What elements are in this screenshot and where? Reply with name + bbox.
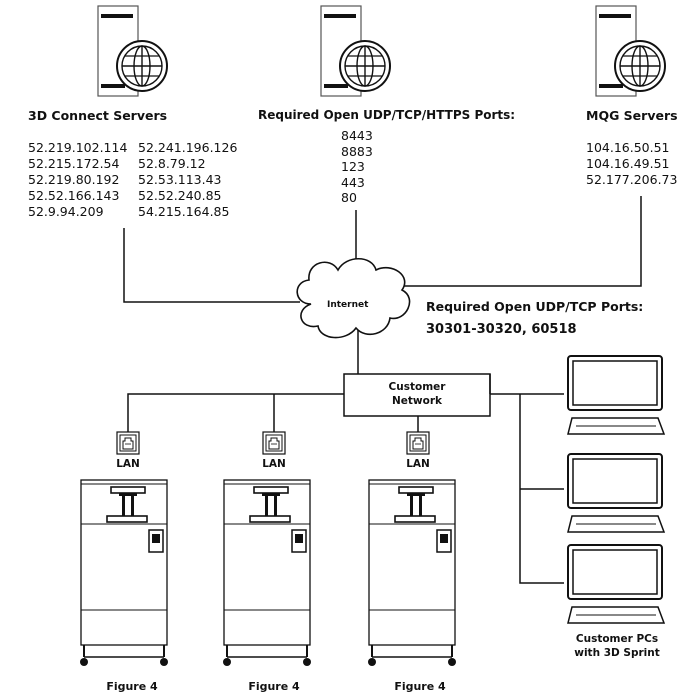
mqg-servers-title: MQG Servers bbox=[586, 108, 678, 123]
ip-address: 52.215.172.54 bbox=[28, 156, 120, 171]
lan-port-icon bbox=[262, 431, 286, 455]
printer-icon bbox=[222, 479, 312, 667]
ip-address: 104.16.49.51 bbox=[586, 156, 670, 171]
customer-network-box bbox=[343, 373, 491, 417]
pc-bus-line bbox=[519, 394, 564, 584]
ip-address: 52.8.79.12 bbox=[138, 156, 206, 171]
udp-ports-value: 30301-30320, 60518 bbox=[426, 322, 577, 337]
printer-label: Figure 4 bbox=[106, 680, 158, 693]
network-label-line: Customer bbox=[388, 381, 446, 393]
internet-label: Internet bbox=[327, 300, 369, 310]
ports-server-icon bbox=[320, 5, 391, 97]
mqg-server-icon bbox=[595, 5, 666, 97]
connect-server-icon bbox=[97, 5, 168, 97]
network-label-line: Network bbox=[391, 395, 442, 407]
ip-address: 52.241.196.126 bbox=[138, 140, 238, 155]
ip-address: 52.53.113.43 bbox=[138, 172, 222, 187]
printer-label: Figure 4 bbox=[248, 680, 300, 693]
connect-ip-list-2: 52.241.196.126 52.8.79.12 52.53.113.43 5… bbox=[138, 140, 237, 220]
lan-port-icon bbox=[406, 431, 430, 455]
ip-address: 104.16.50.51 bbox=[586, 140, 670, 155]
ip-address: 54.215.164.85 bbox=[138, 204, 230, 219]
port-number: 443 bbox=[341, 174, 365, 190]
ip-address: 52.219.102.114 bbox=[28, 140, 128, 155]
printer-label: Figure 4 bbox=[394, 680, 446, 693]
monitor-icon bbox=[567, 355, 665, 435]
ip-address: 52.52.240.85 bbox=[138, 188, 222, 203]
ip-address: 52.9.94.209 bbox=[28, 204, 104, 219]
customer-network-label: Customer Network bbox=[344, 380, 490, 408]
mqg-ip-list: 104.16.50.51 104.16.49.51 52.177.206.73 bbox=[586, 140, 677, 188]
ip-address: 52.177.206.73 bbox=[586, 172, 678, 187]
connect-link-line bbox=[123, 228, 300, 303]
ip-address: 52.52.166.143 bbox=[28, 188, 120, 203]
ip-address: 52.219.80.192 bbox=[28, 172, 120, 187]
customer-pcs-label: Customer PCs with 3D Sprint bbox=[562, 632, 672, 660]
cloud-icon bbox=[296, 257, 411, 339]
mqg-link-line bbox=[400, 196, 642, 287]
lan-port-icon bbox=[116, 431, 140, 455]
lan-label: LAN bbox=[116, 458, 140, 470]
printer-bus-line bbox=[127, 393, 344, 432]
monitor-icon bbox=[567, 453, 665, 533]
port-number: 123 bbox=[341, 159, 365, 174]
pcs-label-line: with 3D Sprint bbox=[574, 647, 660, 659]
printer-icon bbox=[367, 479, 457, 667]
ports-title: Required Open UDP/TCP/HTTPS Ports: bbox=[258, 108, 516, 122]
lan-label: LAN bbox=[406, 458, 430, 470]
monitor-icon bbox=[567, 544, 665, 624]
port-number: 80 bbox=[341, 190, 357, 205]
port-number: 8883 bbox=[341, 143, 373, 159]
pcs-label-line: Customer PCs bbox=[575, 633, 659, 645]
lan-label: LAN bbox=[262, 458, 286, 470]
port-number: 8443 bbox=[341, 128, 373, 143]
connect-servers-title: 3D Connect Servers bbox=[28, 108, 168, 123]
udp-ports-title: Required Open UDP/TCP Ports: bbox=[426, 299, 644, 314]
ports-list: 8443 8883 123 443 80 bbox=[341, 128, 373, 206]
printer-icon bbox=[79, 479, 169, 667]
connect-ip-list-1: 52.219.102.114 52.215.172.54 52.219.80.1… bbox=[28, 140, 127, 220]
